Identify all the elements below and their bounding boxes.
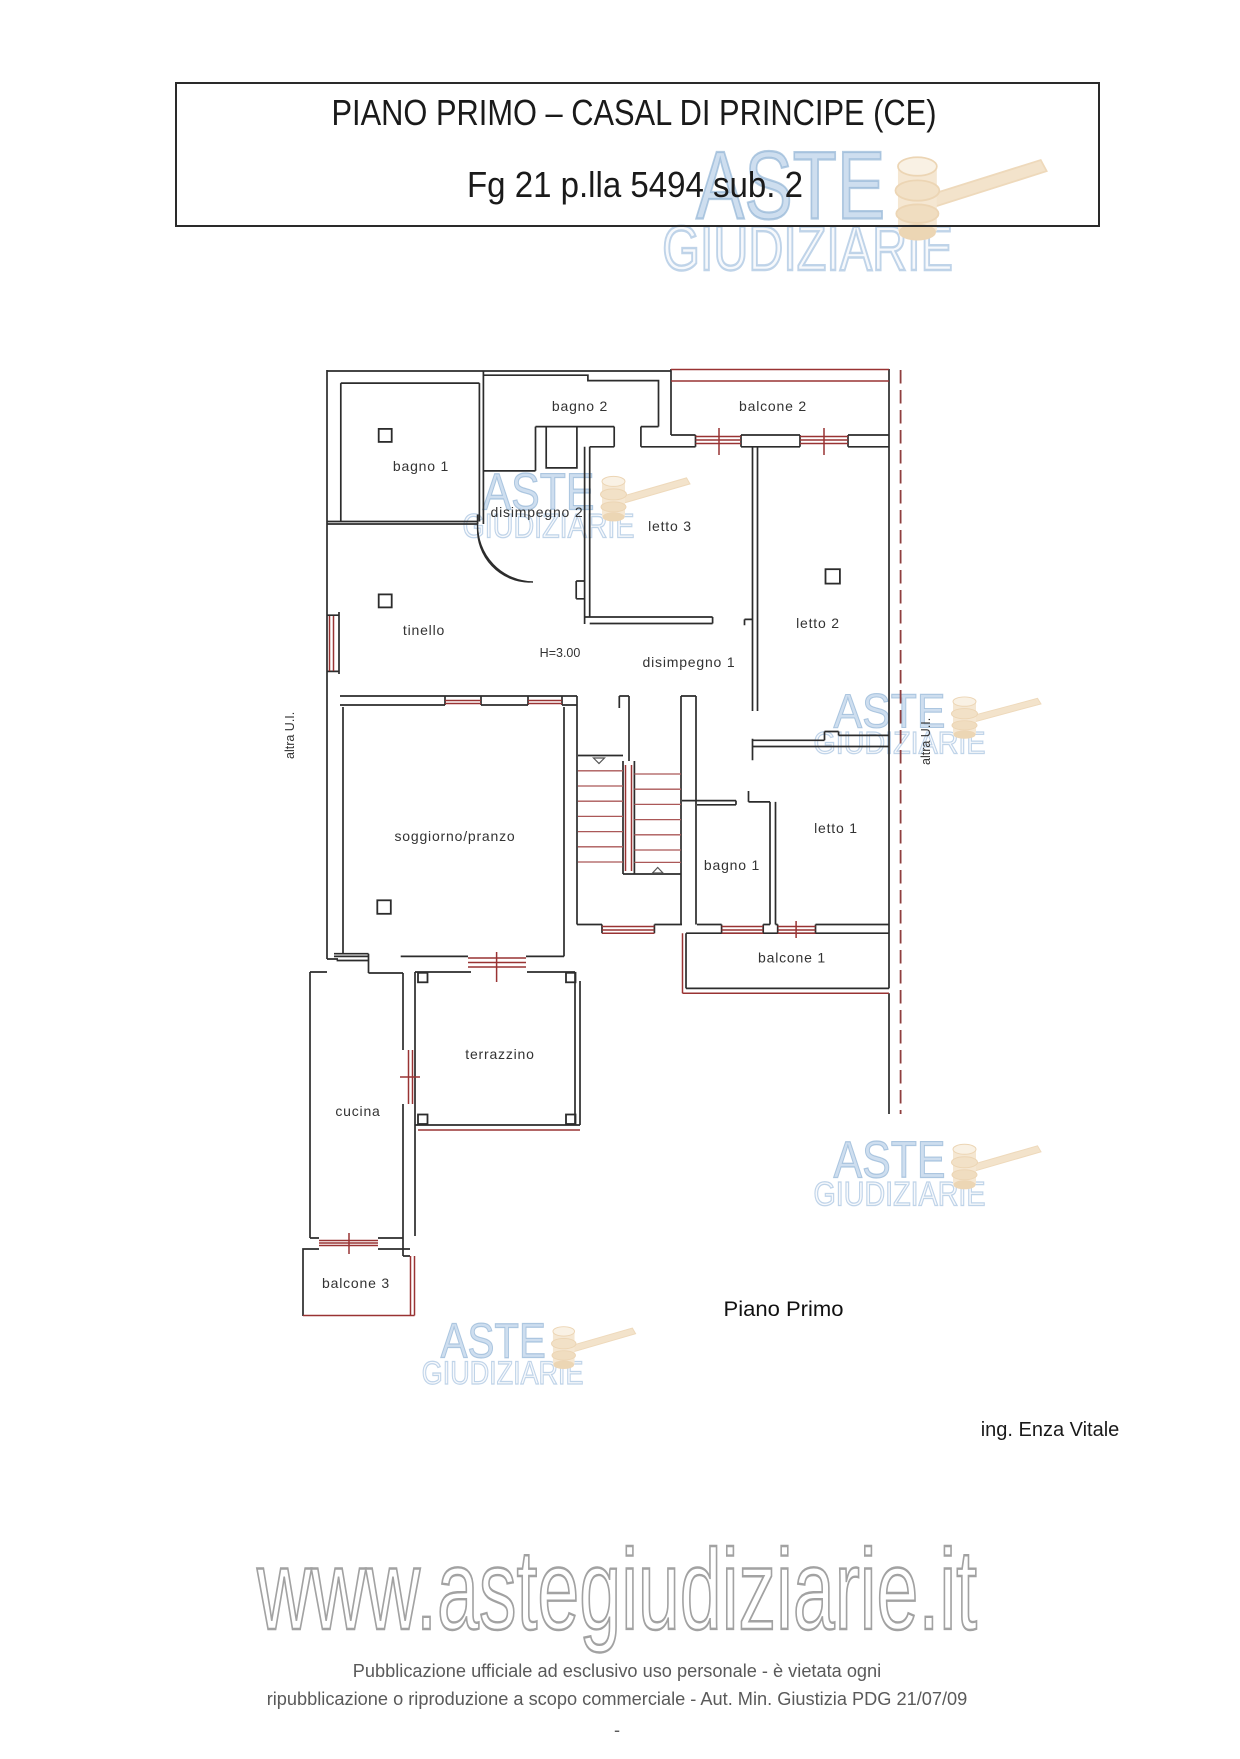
- svg-text:bagno 1: bagno 1: [704, 857, 760, 873]
- svg-text:bagno 1: bagno 1: [393, 458, 449, 474]
- svg-text:soggiorno/pranzo: soggiorno/pranzo: [395, 828, 516, 844]
- svg-text:Fg 21 p.lla 5494 sub. 2: Fg 21 p.lla 5494 sub. 2: [467, 164, 803, 205]
- svg-text:ripubblicazione o riproduzione: ripubblicazione o riproduzione a scopo c…: [267, 1689, 968, 1709]
- svg-text:balcone 1: balcone 1: [758, 950, 826, 966]
- svg-text:tinello: tinello: [403, 622, 445, 638]
- svg-text:altra U.I.: altra U.I.: [283, 712, 297, 759]
- svg-text:letto 2: letto 2: [796, 615, 840, 631]
- svg-text:H=3.00: H=3.00: [540, 646, 581, 660]
- svg-text:disimpegno 1: disimpegno 1: [643, 654, 736, 670]
- svg-text:-: -: [614, 1720, 620, 1740]
- svg-text:Piano Primo: Piano Primo: [724, 1297, 844, 1321]
- svg-text:cucina: cucina: [335, 1103, 380, 1119]
- svg-text:www.astegiudiziarie.it: www.astegiudiziarie.it: [256, 1527, 977, 1654]
- svg-text:terrazzino: terrazzino: [465, 1046, 534, 1062]
- svg-text:ing. Enza Vitale: ing. Enza Vitale: [981, 1419, 1120, 1441]
- svg-text:Pubblicazione ufficiale ad esc: Pubblicazione ufficiale ad esclusivo uso…: [353, 1661, 881, 1681]
- svg-text:bagno 2: bagno 2: [552, 398, 608, 414]
- svg-text:altra U.I.: altra U.I.: [919, 718, 933, 765]
- svg-text:letto 3: letto 3: [648, 518, 692, 534]
- svg-text:letto 1: letto 1: [814, 820, 858, 836]
- svg-text:balcone 3: balcone 3: [322, 1275, 390, 1291]
- svg-text:balcone 2: balcone 2: [739, 398, 807, 414]
- svg-text:disimpegno 2: disimpegno 2: [491, 504, 584, 520]
- svg-text:PIANO PRIMO – CASAL DI PRINCIP: PIANO PRIMO – CASAL DI PRINCIPE (CE): [332, 92, 937, 133]
